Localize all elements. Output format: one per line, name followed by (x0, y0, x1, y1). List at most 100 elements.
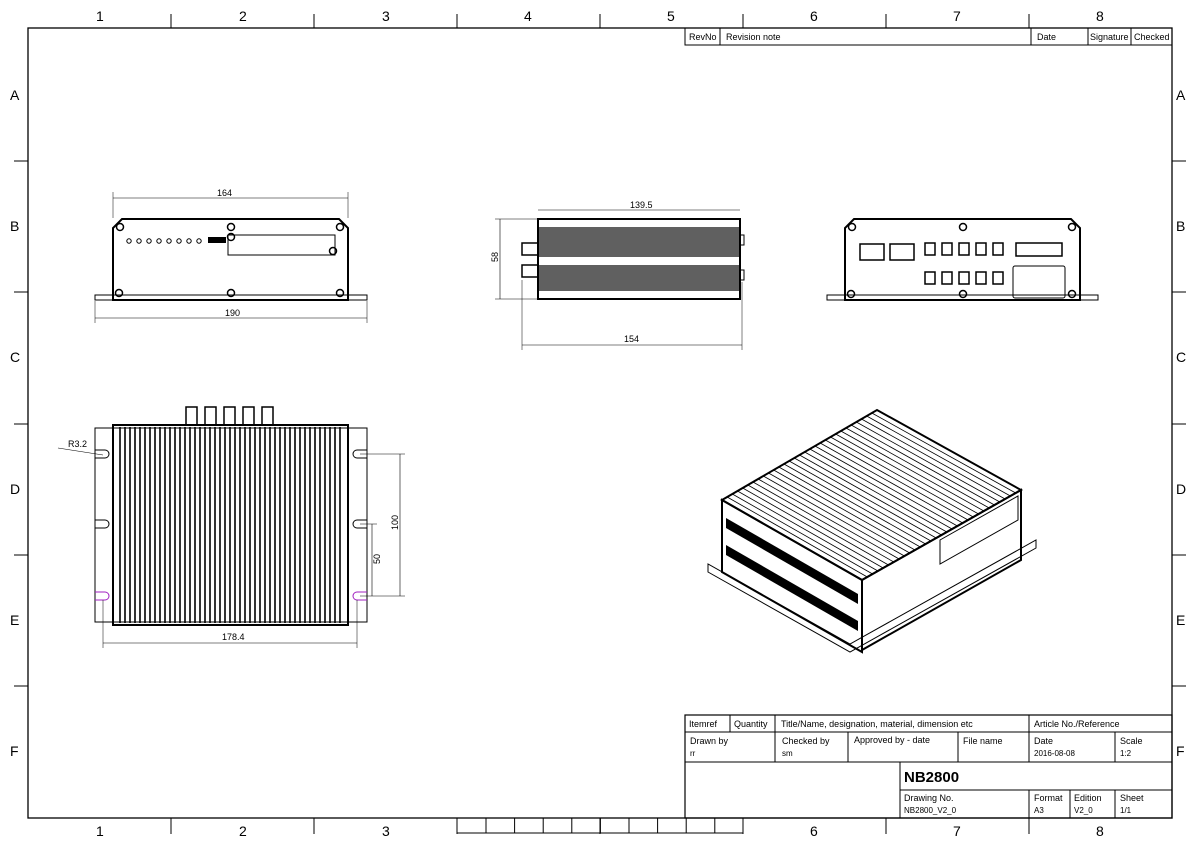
screw-icon (1067, 222, 1077, 232)
row-label: F (10, 743, 19, 759)
port-icon (958, 271, 970, 285)
tb-checked-by-label: Checked by (782, 736, 830, 746)
screw-icon (335, 222, 345, 232)
tb-file-name-label: File name (963, 736, 1003, 746)
column-label: 8 (1096, 823, 1104, 839)
dimension-139-5: 139.5 (538, 200, 740, 211)
screw-icon (226, 288, 236, 298)
tb-drawn-by: rr (690, 749, 696, 758)
row-label: E (10, 612, 19, 628)
front-view: 164 190 (94, 188, 368, 323)
connector-icon (185, 406, 198, 426)
port-icon (992, 242, 1004, 256)
dimension-r3-2: R3.2 (57, 439, 104, 456)
screw-icon (847, 222, 857, 232)
tb-edition-label: Edition (1074, 793, 1102, 803)
led-icon (136, 238, 142, 244)
port-icon (975, 271, 987, 285)
column-label: 8 (1096, 8, 1104, 24)
dimension-164: 164 (112, 188, 349, 218)
connector-icon (261, 406, 274, 426)
row-label: B (10, 218, 19, 234)
dim-139-5-label: 139.5 (630, 200, 653, 210)
screw-icon (226, 232, 236, 242)
top-view: R3.2 100 50 178.4 (57, 406, 405, 648)
column-label: 7 (953, 8, 961, 24)
column-label: 3 (382, 823, 390, 839)
tb-quantity: Quantity (734, 719, 768, 729)
screw-icon (115, 222, 125, 232)
tb-title: NB2800 (904, 769, 959, 786)
tb-scale-label: Scale (1120, 736, 1143, 746)
title-block: Itemref Quantity Title/Name, designation… (684, 714, 1173, 819)
row-label: D (1176, 481, 1186, 497)
port-icon (941, 242, 953, 256)
tb-format-label: Format (1034, 793, 1063, 803)
side-view: 139.5 58 154 (490, 200, 745, 350)
row-label: A (1176, 87, 1186, 103)
port-icon (975, 242, 987, 256)
led-icon (176, 238, 182, 244)
screw-icon (114, 288, 124, 298)
dim-164-label: 164 (217, 188, 232, 198)
rev-header-date: Date (1037, 32, 1056, 42)
led-icon (186, 238, 192, 244)
row-label: C (10, 349, 20, 365)
column-label: 1 (96, 8, 104, 24)
screw-icon (958, 289, 968, 299)
port-icon (941, 271, 953, 285)
column-label: 4 (524, 8, 532, 24)
dim-58-label: 58 (490, 252, 500, 262)
tb-drawing-no: NB2800_V2_0 (904, 806, 957, 815)
rev-header-checked: Checked (1134, 32, 1170, 42)
screw-icon (335, 288, 345, 298)
screw-icon (226, 222, 236, 232)
led-icon (166, 238, 172, 244)
dim-r3-2-label: R3.2 (68, 439, 87, 449)
tb-approved-label: Approved by - date (854, 735, 930, 745)
row-label: C (1176, 349, 1186, 365)
revision-table: RevNo Revision note Date Signature Check… (684, 27, 1173, 46)
dimension-58: 58 (490, 218, 538, 300)
connector-icon (223, 406, 236, 426)
dim-154-label: 154 (624, 334, 639, 344)
row-label: B (1176, 218, 1185, 234)
dimension-190: 190 (94, 301, 368, 323)
column-label: 7 (953, 823, 961, 839)
port-icon (958, 242, 970, 256)
row-label: D (10, 481, 20, 497)
tb-drawn-by-label: Drawn by (690, 736, 729, 746)
connector-icon (242, 406, 255, 426)
tb-article: Article No./Reference (1034, 719, 1120, 729)
bottom-strip (456, 817, 744, 834)
tb-date-label: Date (1034, 736, 1053, 746)
screw-icon (1067, 289, 1077, 299)
rev-header-signature: Signature (1090, 32, 1129, 42)
dimension-178-4: 178.4 (102, 600, 358, 648)
dim-178-4-label: 178.4 (222, 632, 245, 642)
screw-icon (958, 222, 968, 232)
tb-checked-by: sm (782, 749, 793, 758)
dim-50-label: 50 (372, 554, 382, 564)
tb-format: A3 (1034, 806, 1044, 815)
column-label: 2 (239, 8, 247, 24)
tb-edition: V2_0 (1074, 806, 1093, 815)
led-icon (146, 238, 152, 244)
column-label: 3 (382, 8, 390, 24)
back-view (826, 218, 1099, 301)
led-icon (156, 238, 162, 244)
rev-header-note: Revision note (726, 32, 781, 42)
row-label: F (1176, 743, 1185, 759)
column-label: 6 (810, 823, 818, 839)
tb-date: 2016-08-08 (1034, 749, 1075, 758)
column-label: 1 (96, 823, 104, 839)
led-icon (126, 238, 132, 244)
tb-sheet-label: Sheet (1120, 793, 1144, 803)
port-icon (992, 271, 1004, 285)
row-label: E (1176, 612, 1185, 628)
screw-icon (328, 246, 338, 256)
column-label: 2 (239, 823, 247, 839)
